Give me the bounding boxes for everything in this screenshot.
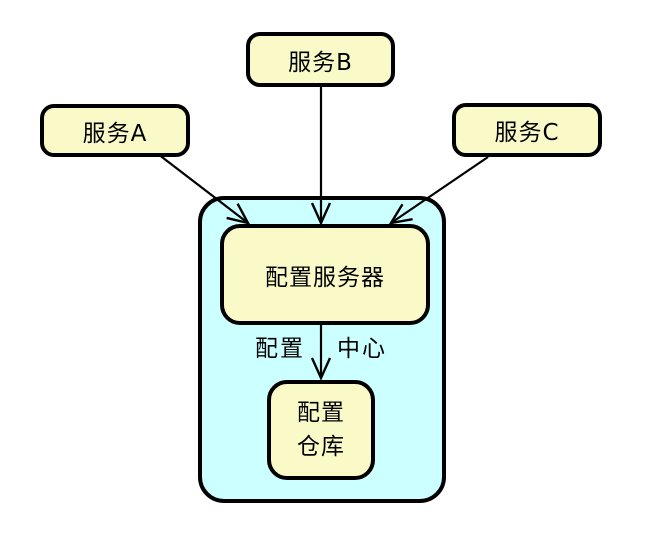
node-service-c: 服务C bbox=[452, 103, 602, 157]
node-config-server-label: 配置服务器 bbox=[265, 264, 385, 291]
node-service-b-label: 服务B bbox=[288, 49, 353, 76]
node-config-repo-label-line1: 配置 bbox=[297, 400, 345, 426]
node-service-b: 服务B bbox=[246, 32, 395, 87]
node-config-server: 配置服务器 bbox=[220, 224, 430, 325]
node-config-repo-label-line2: 仓库 bbox=[297, 434, 345, 460]
node-config-repo: 配置 仓库 bbox=[267, 380, 375, 480]
edge-label-center: 中心 bbox=[337, 336, 387, 362]
node-service-a-label: 服务A bbox=[82, 120, 148, 147]
node-service-c-label: 服务C bbox=[494, 120, 560, 146]
edge-label-config: 配置 bbox=[255, 336, 305, 362]
node-service-a: 服务A bbox=[40, 104, 190, 157]
